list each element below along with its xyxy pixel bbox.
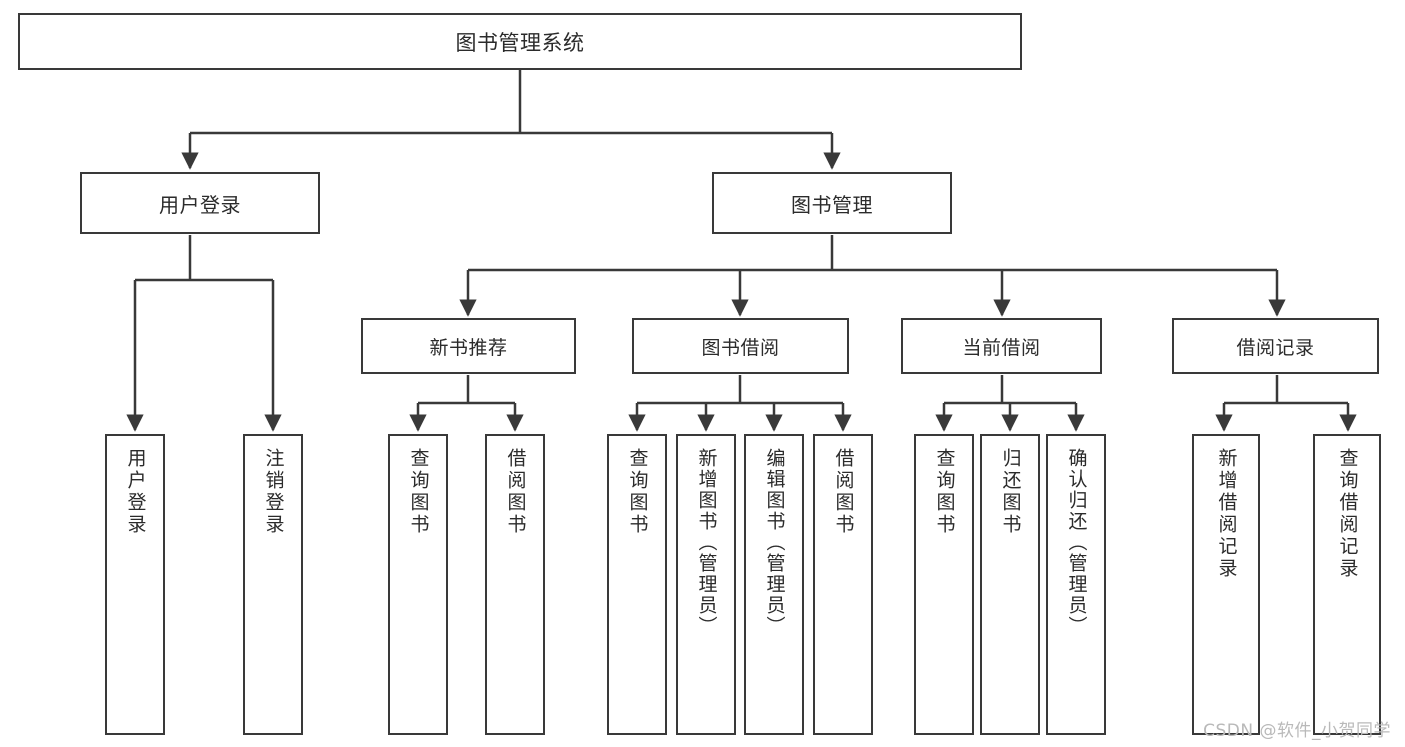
node-leaf-add-book[interactable]: 新增图书（管理员）: [676, 434, 736, 735]
node-leaf-query-book-1-label: 查询图书: [407, 448, 430, 536]
node-leaf-return-book[interactable]: 归还图书: [980, 434, 1040, 735]
node-leaf-query-book-2[interactable]: 查询图书: [607, 434, 667, 735]
node-book-borrow[interactable]: 图书借阅: [632, 318, 849, 374]
node-user-login[interactable]: 用户登录: [80, 172, 320, 234]
node-leaf-return-book-label: 归还图书: [999, 448, 1022, 536]
node-leaf-query-record[interactable]: 查询借阅记录: [1313, 434, 1381, 735]
node-current-borrow-label: 当前借阅: [962, 336, 1041, 359]
node-leaf-logout-label: 注销登录: [262, 448, 285, 536]
node-leaf-add-record-label: 新增借阅记录: [1215, 448, 1238, 580]
node-current-borrow[interactable]: 当前借阅: [901, 318, 1102, 374]
node-leaf-borrow-book-1-label: 借阅图书: [504, 448, 527, 536]
node-leaf-query-book-2-label: 查询图书: [626, 448, 649, 536]
node-leaf-query-book-1[interactable]: 查询图书: [388, 434, 448, 735]
node-leaf-user-login-label: 用户登录: [124, 448, 147, 536]
node-leaf-query-book-3-label: 查询图书: [933, 448, 956, 536]
node-leaf-confirm-return-label: 确认归还（管理员）: [1065, 448, 1088, 637]
node-leaf-borrow-book-2[interactable]: 借阅图书: [813, 434, 873, 735]
watermark-text: CSDN @软件_小贺同学: [1203, 721, 1391, 741]
node-leaf-edit-book-label: 编辑图书（管理员）: [763, 448, 786, 637]
node-borrow-record-label: 借阅记录: [1236, 336, 1315, 359]
node-book-manage-label: 图书管理: [791, 192, 873, 217]
node-leaf-query-book-3[interactable]: 查询图书: [914, 434, 974, 735]
node-leaf-add-book-label: 新增图书（管理员）: [695, 448, 718, 637]
node-leaf-borrow-book-1[interactable]: 借阅图书: [485, 434, 545, 735]
node-leaf-add-record[interactable]: 新增借阅记录: [1192, 434, 1260, 735]
node-new-book-rec-label: 新书推荐: [429, 336, 508, 359]
node-leaf-user-login[interactable]: 用户登录: [105, 434, 165, 735]
node-leaf-logout[interactable]: 注销登录: [243, 434, 303, 735]
node-borrow-record[interactable]: 借阅记录: [1172, 318, 1379, 374]
node-leaf-borrow-book-2-label: 借阅图书: [832, 448, 855, 536]
node-leaf-edit-book[interactable]: 编辑图书（管理员）: [744, 434, 804, 735]
node-new-book-rec[interactable]: 新书推荐: [361, 318, 576, 374]
node-leaf-confirm-return[interactable]: 确认归还（管理员）: [1046, 434, 1106, 735]
node-book-manage[interactable]: 图书管理: [712, 172, 952, 234]
node-leaf-query-record-label: 查询借阅记录: [1336, 448, 1359, 580]
node-user-login-label: 用户登录: [159, 192, 241, 217]
node-book-borrow-label: 图书借阅: [701, 336, 780, 359]
node-root-label: 图书管理系统: [455, 30, 585, 55]
node-root[interactable]: 图书管理系统: [18, 13, 1022, 70]
